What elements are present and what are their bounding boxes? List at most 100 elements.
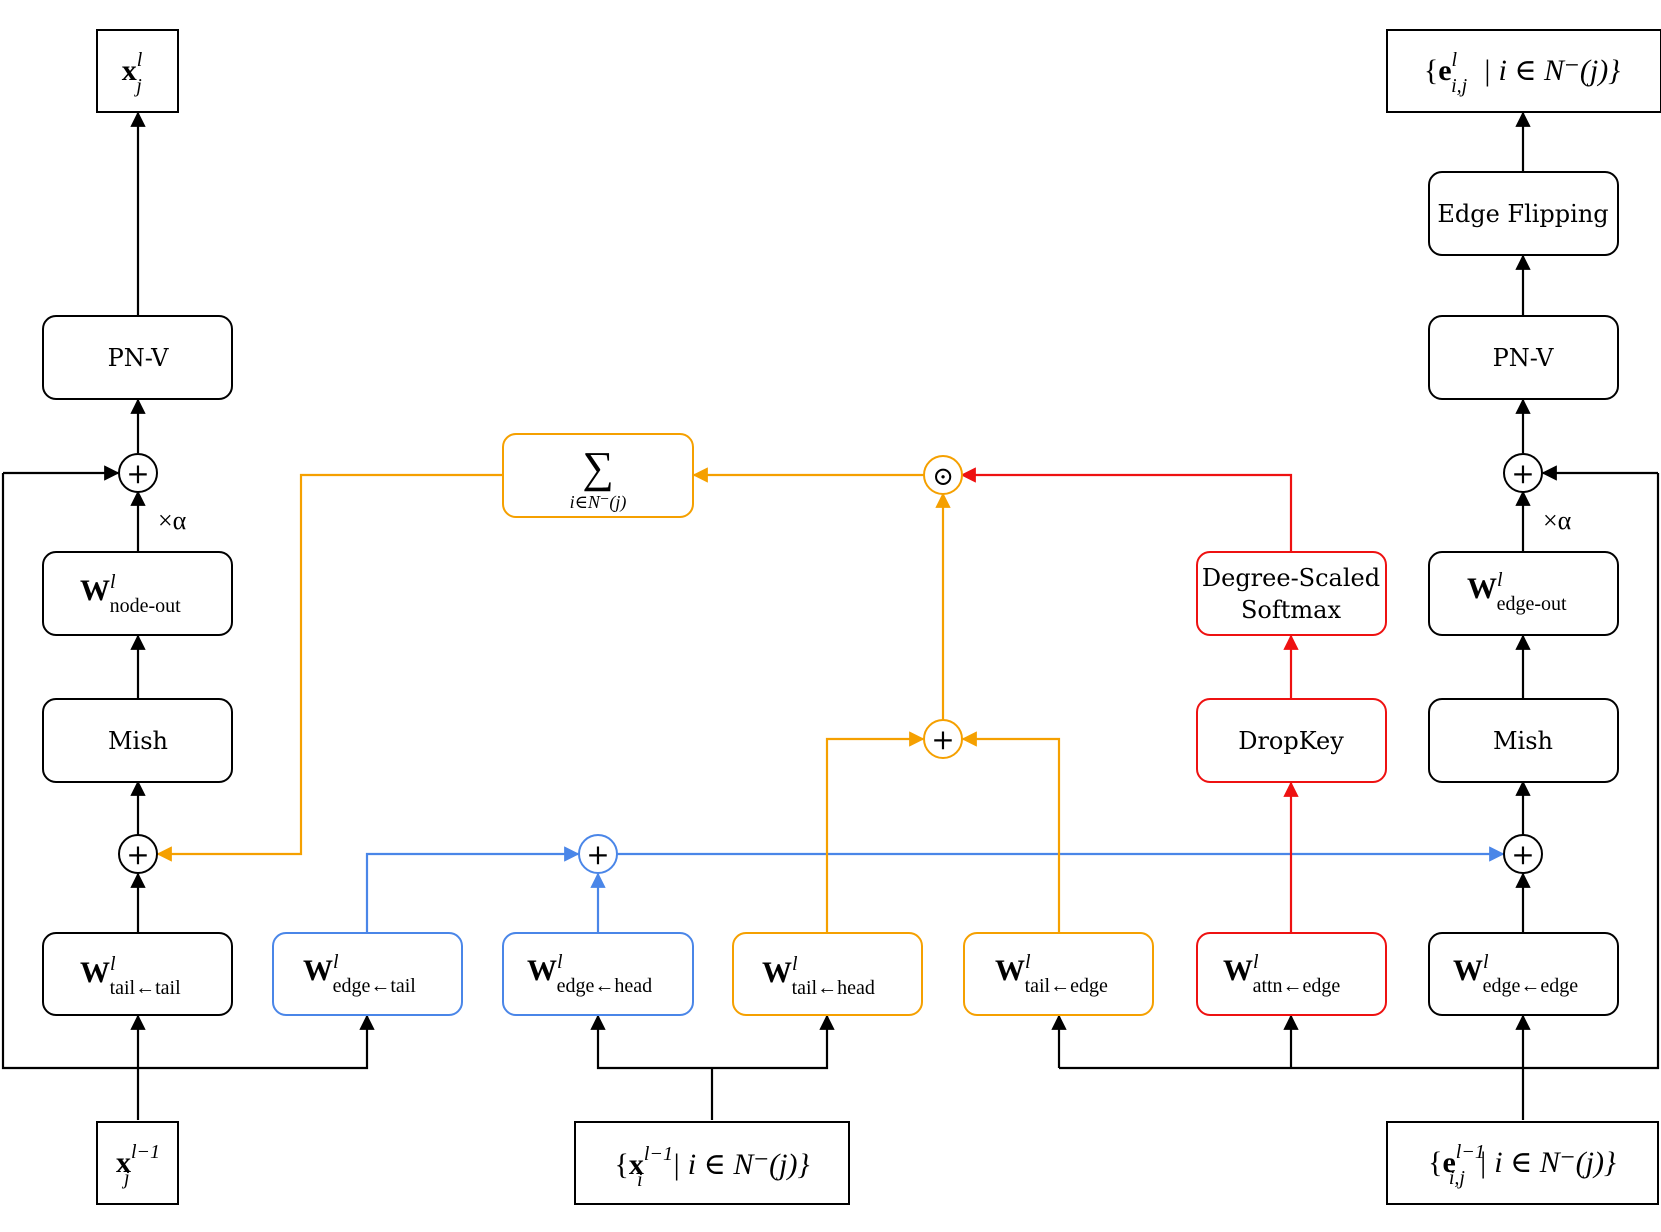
weight-edge-head-sub: edge←head xyxy=(557,975,653,997)
softmax-box: Degree-Scaled Softmax xyxy=(1196,551,1387,636)
edge-output-sup: l xyxy=(1452,49,1458,71)
plus-blue: + xyxy=(578,834,618,874)
arrow-wth-to-plus-orange xyxy=(825,731,925,932)
pnv-left-label: PN-V xyxy=(108,344,170,372)
weight-tail-edge-sub: tail←edge xyxy=(1025,975,1108,997)
mish-left-label: Mish xyxy=(108,727,168,755)
weight-tail-tail-sym: W xyxy=(80,956,110,989)
weight-tail-edge-sup: l xyxy=(1025,951,1031,973)
node-input-sup: l−1 xyxy=(131,1141,160,1163)
plus-icon: + xyxy=(586,838,609,871)
mish-left-box: Mish xyxy=(42,698,233,783)
dropkey-box: DropKey xyxy=(1196,698,1387,783)
svg-text:{el−1i,j | i ∈ N⁻(j)}: {el−1 i,j | i ∈ N⁻(j)} xyxy=(1428,1141,1616,1189)
line-nodein-skip-bus xyxy=(1,473,138,1070)
edge-input-box: {el−1 i,j | i ∈ N⁻(j)} xyxy=(1386,1121,1659,1205)
sum-subscript: i∈N⁻(j) xyxy=(570,492,627,513)
weight-edge-out-sub: edge-out xyxy=(1497,593,1567,615)
mish-right-box: Mish xyxy=(1428,698,1619,783)
nbr-input-sup: l−1 xyxy=(644,1143,673,1165)
weight-edge-edge-sup: l xyxy=(1483,951,1489,973)
pnv-left-box: PN-V xyxy=(42,315,233,400)
plus-orange: + xyxy=(923,719,963,759)
edge-input-tail: | i ∈ N⁻(j)} xyxy=(1471,1146,1616,1179)
weight-tail-head-sub: tail←head xyxy=(792,977,875,999)
weight-tail-tail-sup: l xyxy=(110,953,116,975)
edge-flipping-box: Edge Flipping xyxy=(1428,171,1619,256)
weight-tail-head-sym: W xyxy=(762,956,792,989)
svg-text:{eli,j | i ∈ N⁻(j)}: {eli,j | i ∈ N⁻(j)} xyxy=(1424,49,1620,97)
edge-output-sub: i,j xyxy=(1451,75,1468,97)
edge-input-lead: { xyxy=(1428,1146,1442,1179)
weight-edge-head-sup: l xyxy=(557,951,563,973)
node-input-sym: x xyxy=(116,1146,131,1179)
node-output-sym: x xyxy=(122,54,137,87)
softmax-label-line2: Softmax xyxy=(1241,596,1341,624)
edge-input-sym: e xyxy=(1442,1146,1455,1179)
plus-icon: + xyxy=(126,457,149,490)
weight-edge-tail-sup: l xyxy=(333,951,339,973)
edge-input-sup: l−1 xyxy=(1456,1141,1485,1163)
nbr-input-sym: x xyxy=(629,1148,644,1181)
weight-edge-out-sup: l xyxy=(1497,569,1503,591)
weight-edge-edge-sym: W xyxy=(1453,954,1483,987)
arrow-nbrin-to-wth xyxy=(712,1014,835,1070)
plus-icon: + xyxy=(931,723,954,756)
weight-node-out-sub: node-out xyxy=(110,595,182,617)
weight-edge-head-sym: W xyxy=(527,954,557,987)
weight-edge-edge-sub: edge←edge xyxy=(1483,975,1579,997)
arrow-nodein-to-wet xyxy=(138,1014,375,1070)
arrow-wte-to-plus-orange xyxy=(961,731,1061,932)
svg-text:{xl−1i | i ∈ N⁻(j)}: {xl−1i | i ∈ N⁻(j)} xyxy=(615,1143,810,1191)
weight-node-out-sym: W xyxy=(80,574,110,607)
mish-right-label: Mish xyxy=(1493,727,1553,755)
nbr-input-tail: | i ∈ N⁻(j)} xyxy=(665,1148,810,1181)
dropkey-label: DropKey xyxy=(1238,727,1344,755)
pnv-right-box: PN-V xyxy=(1428,315,1619,400)
svg-text:xlj: xlj xyxy=(122,49,143,97)
plus-left-bottom: + xyxy=(118,834,158,874)
scale-alpha-right: ×α xyxy=(1543,506,1572,535)
node-output-sup: l xyxy=(137,49,143,71)
svg-text:xl−1j: xl−1j xyxy=(116,1141,160,1189)
node-output-sub: j xyxy=(133,75,142,97)
line-edgein-skip-bus xyxy=(1523,473,1660,1070)
arrow-wet-to-plus-blue xyxy=(365,846,580,932)
scale-alpha-left: ×α xyxy=(158,506,187,535)
plus-icon: + xyxy=(126,838,149,871)
plus-icon: + xyxy=(1511,838,1534,871)
nbr-input-lead: { xyxy=(615,1148,629,1181)
odot-orange: ⊙ xyxy=(923,455,963,495)
weight-node-out-sup: l xyxy=(110,571,116,593)
odot-icon: ⊙ xyxy=(932,462,954,492)
plus-left-top: + xyxy=(118,453,158,493)
softmax-label-line1: Degree-Scaled xyxy=(1202,564,1380,592)
plus-right-bottom: + xyxy=(1503,834,1543,874)
weight-tail-tail-sub: tail←tail xyxy=(110,977,182,999)
weight-attn-edge-sym: W xyxy=(1223,954,1253,987)
edge-output-lead: { xyxy=(1424,54,1438,87)
edge-input-sub: i,j xyxy=(1449,1167,1466,1189)
weight-edge-tail-sym: W xyxy=(303,954,333,987)
plus-right-top: + xyxy=(1503,453,1543,493)
weight-edge-out-sym: W xyxy=(1467,572,1497,605)
weight-edge-tail-sub: edge←tail xyxy=(333,975,417,997)
